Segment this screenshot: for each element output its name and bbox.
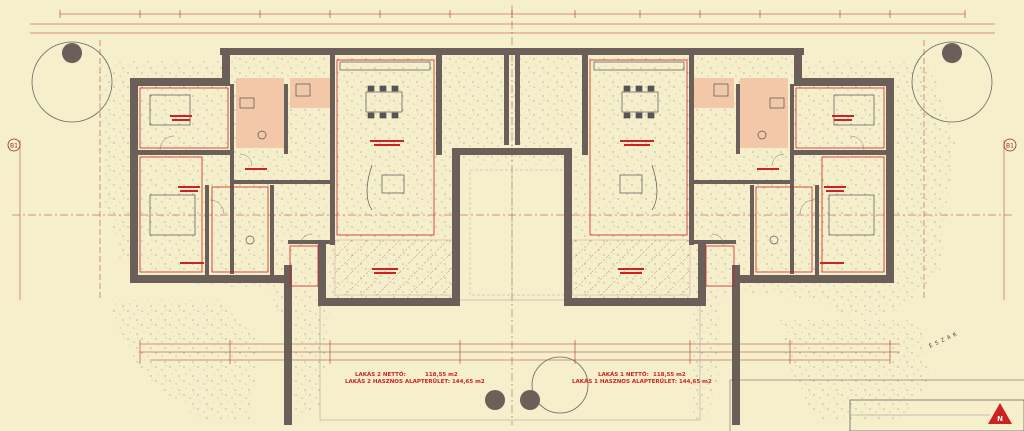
wet-rooms [236,78,788,148]
walls [130,48,894,425]
lakas2-netto-label: LAKÁS 2 NETTÓ: [355,371,406,378]
axis-marker-left: B1 [7,138,21,152]
svg-text:N: N [997,415,1003,423]
lakas1-area: LAKÁS 1 HASZNOS ALAPTERÜLET: 144,65 m2 [572,378,712,385]
paving [319,169,701,421]
lakas1-netto-value: 118,55 m2 [653,372,686,378]
finish-lines [139,59,885,287]
trees [31,41,993,414]
title-block: N [729,379,1024,431]
room-labels [170,115,854,274]
svg-text:B1: B1 [1006,143,1014,150]
lakas1-netto-label: LAKÁS 1 NETTÓ: [598,371,649,378]
logo-mark [988,403,1012,424]
furniture [149,61,875,245]
lakas2-netto-value: 118,55 m2 [425,372,458,378]
svg-text:B1: B1 [10,143,18,150]
area-summary: LAKÁS 2 NETTÓ: 118,55 m2 LAKÁS 2 HASZNOS… [345,371,712,385]
axis-marker-right: B1 [1003,138,1017,152]
door-swings [159,135,865,247]
dimension-ticks [59,10,966,364]
lakas2-area: LAKÁS 2 HASZNOS ALAPTERÜLET: 144,65 m2 [345,378,485,385]
